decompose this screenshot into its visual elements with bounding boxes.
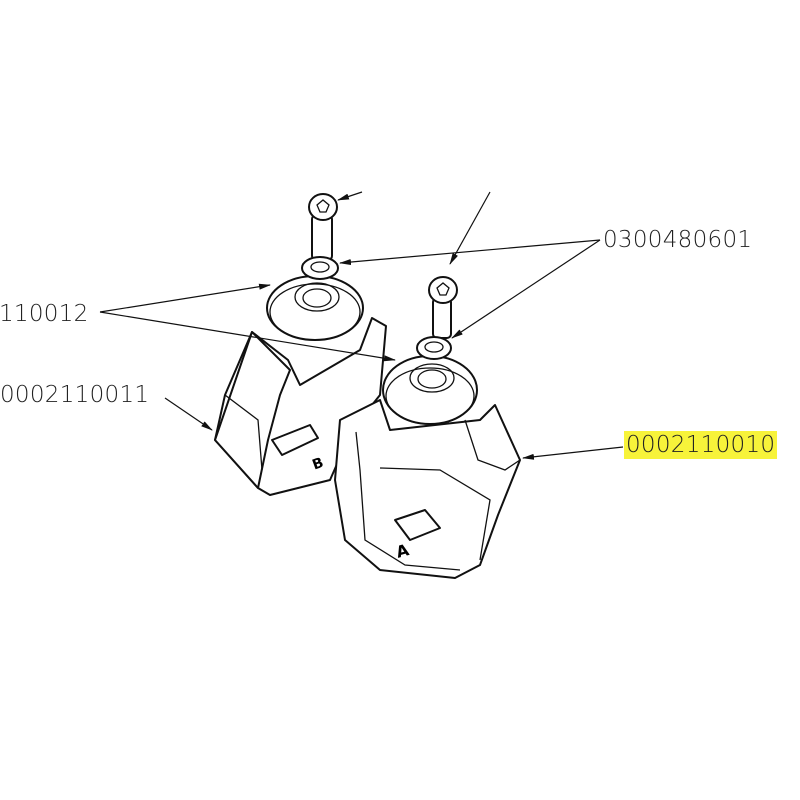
- screw-b: [301, 193, 339, 280]
- screw-a: [416, 276, 458, 360]
- callout-bracket-b: 0002110011: [0, 382, 150, 408]
- callout-screw-washer: 0300480601: [603, 227, 753, 253]
- leader-lines: [99, 191, 624, 460]
- washer-b: [301, 256, 339, 280]
- mark-a: A: [394, 540, 411, 562]
- washer-a: [416, 336, 452, 360]
- slot-a: [394, 509, 441, 541]
- bracket-b: B: [214, 275, 387, 496]
- callout-bracket-a-highlighted: 0002110010: [624, 431, 778, 459]
- bracket-a: A: [334, 355, 521, 579]
- mark-b: B: [310, 455, 326, 474]
- slot-b: [271, 424, 319, 456]
- dome-a: [382, 355, 478, 425]
- callout-dome-cap: 110012: [0, 301, 89, 327]
